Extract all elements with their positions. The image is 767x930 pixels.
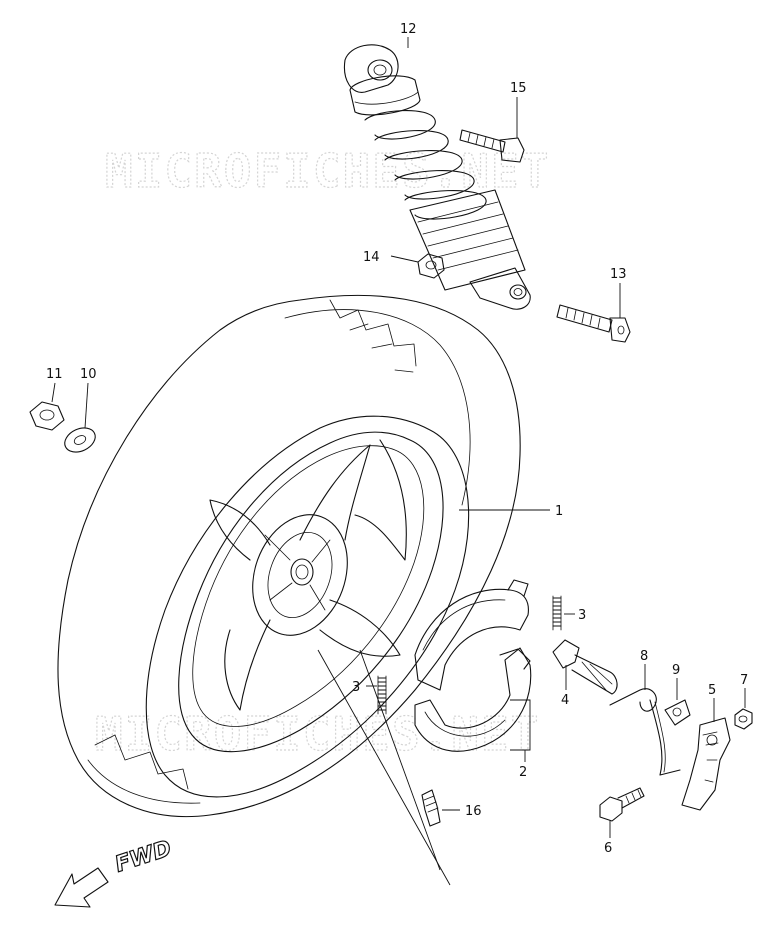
lever-bolt bbox=[599, 787, 645, 822]
label-part-14: 14 bbox=[363, 250, 380, 265]
label-part-16: 16 bbox=[465, 804, 482, 819]
label-part-4: 4 bbox=[561, 693, 569, 708]
label-part-11: 11 bbox=[46, 367, 63, 382]
rear-wheel-tire bbox=[57, 294, 521, 886]
return-spring bbox=[609, 688, 681, 776]
wear-indicator-plate bbox=[664, 699, 691, 726]
label-part-5: 5 bbox=[708, 683, 716, 698]
axle-washer bbox=[64, 427, 96, 453]
label-part-10: 10 bbox=[80, 367, 97, 382]
label-part-15: 15 bbox=[510, 81, 527, 96]
forward-arrow-icon bbox=[54, 867, 109, 908]
brake-camshaft bbox=[552, 639, 618, 695]
shock-upper-bolt bbox=[459, 129, 525, 163]
label-part-6: 6 bbox=[604, 841, 612, 856]
label-part-9: 9 bbox=[672, 663, 680, 678]
brake-spring-lower bbox=[377, 675, 387, 715]
brake-spring-upper bbox=[552, 595, 562, 631]
rear-shock-absorber bbox=[343, 44, 531, 310]
brake-shoe-set bbox=[414, 579, 532, 752]
part-labels: 1 2 3 3 4 5 6 7 8 9 10 11 12 13 14 15 16 bbox=[46, 22, 748, 856]
label-part-1: 1 bbox=[555, 504, 563, 519]
brake-cam-lever bbox=[681, 717, 731, 811]
label-part-8: 8 bbox=[640, 649, 648, 664]
shock-nut bbox=[417, 253, 445, 279]
shock-lower-bolt bbox=[556, 304, 631, 343]
label-part-3-upper: 3 bbox=[578, 608, 586, 623]
label-part-12: 12 bbox=[400, 22, 417, 37]
watermark-top: MICROFICHES.NET bbox=[105, 144, 550, 198]
label-part-13: 13 bbox=[610, 267, 627, 282]
label-part-3-lower: 3 bbox=[352, 680, 360, 695]
label-part-7: 7 bbox=[740, 673, 748, 688]
forward-direction-indicator: FWD bbox=[54, 836, 175, 908]
valve-stem bbox=[421, 789, 441, 827]
label-part-2: 2 bbox=[519, 765, 527, 780]
watermark-bottom: MICROFICHES.NET bbox=[95, 707, 540, 761]
leader-lines bbox=[51, 37, 746, 838]
direction-label: FWD bbox=[112, 836, 174, 878]
lever-nut bbox=[734, 708, 753, 730]
axle-nut bbox=[29, 401, 65, 431]
